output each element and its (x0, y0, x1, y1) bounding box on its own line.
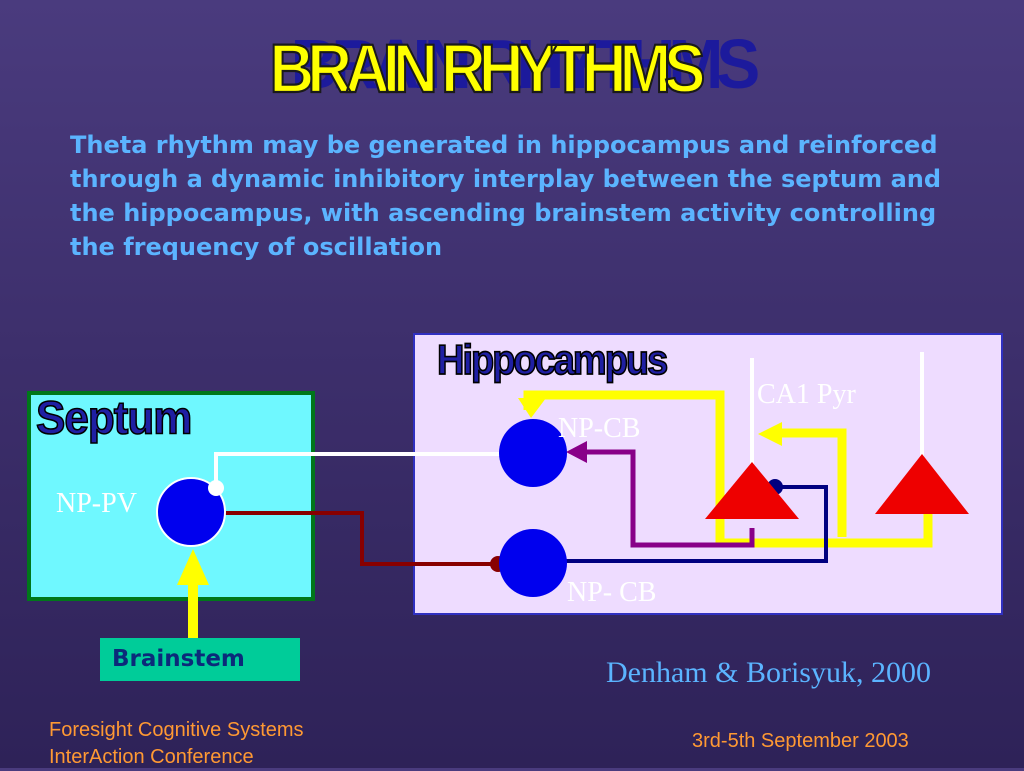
footer-conference-line2: InterAction Conference (49, 746, 254, 768)
ca1-to-npcb-link (585, 449, 755, 548)
np-pv-neuron (156, 477, 226, 547)
np-pv-synapse (208, 480, 224, 496)
footer-conference-line1: Foresight Cognitive Systems (49, 719, 304, 741)
npcb-to-ca1-link (566, 485, 828, 563)
pyramidal-to-npcb-pathway (523, 390, 933, 548)
np-cb-top-neuron (499, 419, 567, 487)
np-pv-label: NP-PV (56, 488, 137, 519)
footer-conference: Foresight Cognitive Systems InterAction … (49, 717, 304, 771)
np-cb-top-label: NP-CB (558, 413, 641, 444)
hippocampus-label: Hippocampus (436, 337, 669, 385)
brainstem-box (100, 638, 300, 681)
septum-label: Septum (35, 392, 193, 445)
ca1-pyr-label: CA1 Pyr (757, 379, 856, 410)
slide-title: BRAIN RHYTHMS (268, 30, 706, 108)
brainstem-label: Brainstem (112, 646, 245, 672)
ca1-pyramidal-cell-right (875, 454, 969, 514)
nppv-to-npcb-link (214, 452, 500, 487)
np-cb-bottom-label: NP- CB (567, 577, 657, 608)
ca1-to-npcb-arrowhead (566, 441, 587, 463)
nppv-to-npcb-bottom-link (225, 511, 498, 566)
ca1-pyramidal-cell-left (705, 462, 799, 519)
ca1-feedback-pathway (774, 428, 847, 537)
footer-date: 3rd-5th September 2003 (692, 730, 909, 752)
pyramidal-to-npcb-arrowhead (518, 398, 546, 418)
slide-title-shadow: BRAIN RHYTHMS (290, 25, 761, 103)
np-cb-bottom-neuron (499, 529, 567, 597)
slide-description: Theta rhythm may be generated in hippoca… (70, 131, 942, 261)
citation: Denham & Borisyuk, 2000 (606, 656, 931, 689)
ca1-feedback-arrowhead (758, 422, 782, 446)
brainstem-arrowhead (177, 549, 209, 585)
